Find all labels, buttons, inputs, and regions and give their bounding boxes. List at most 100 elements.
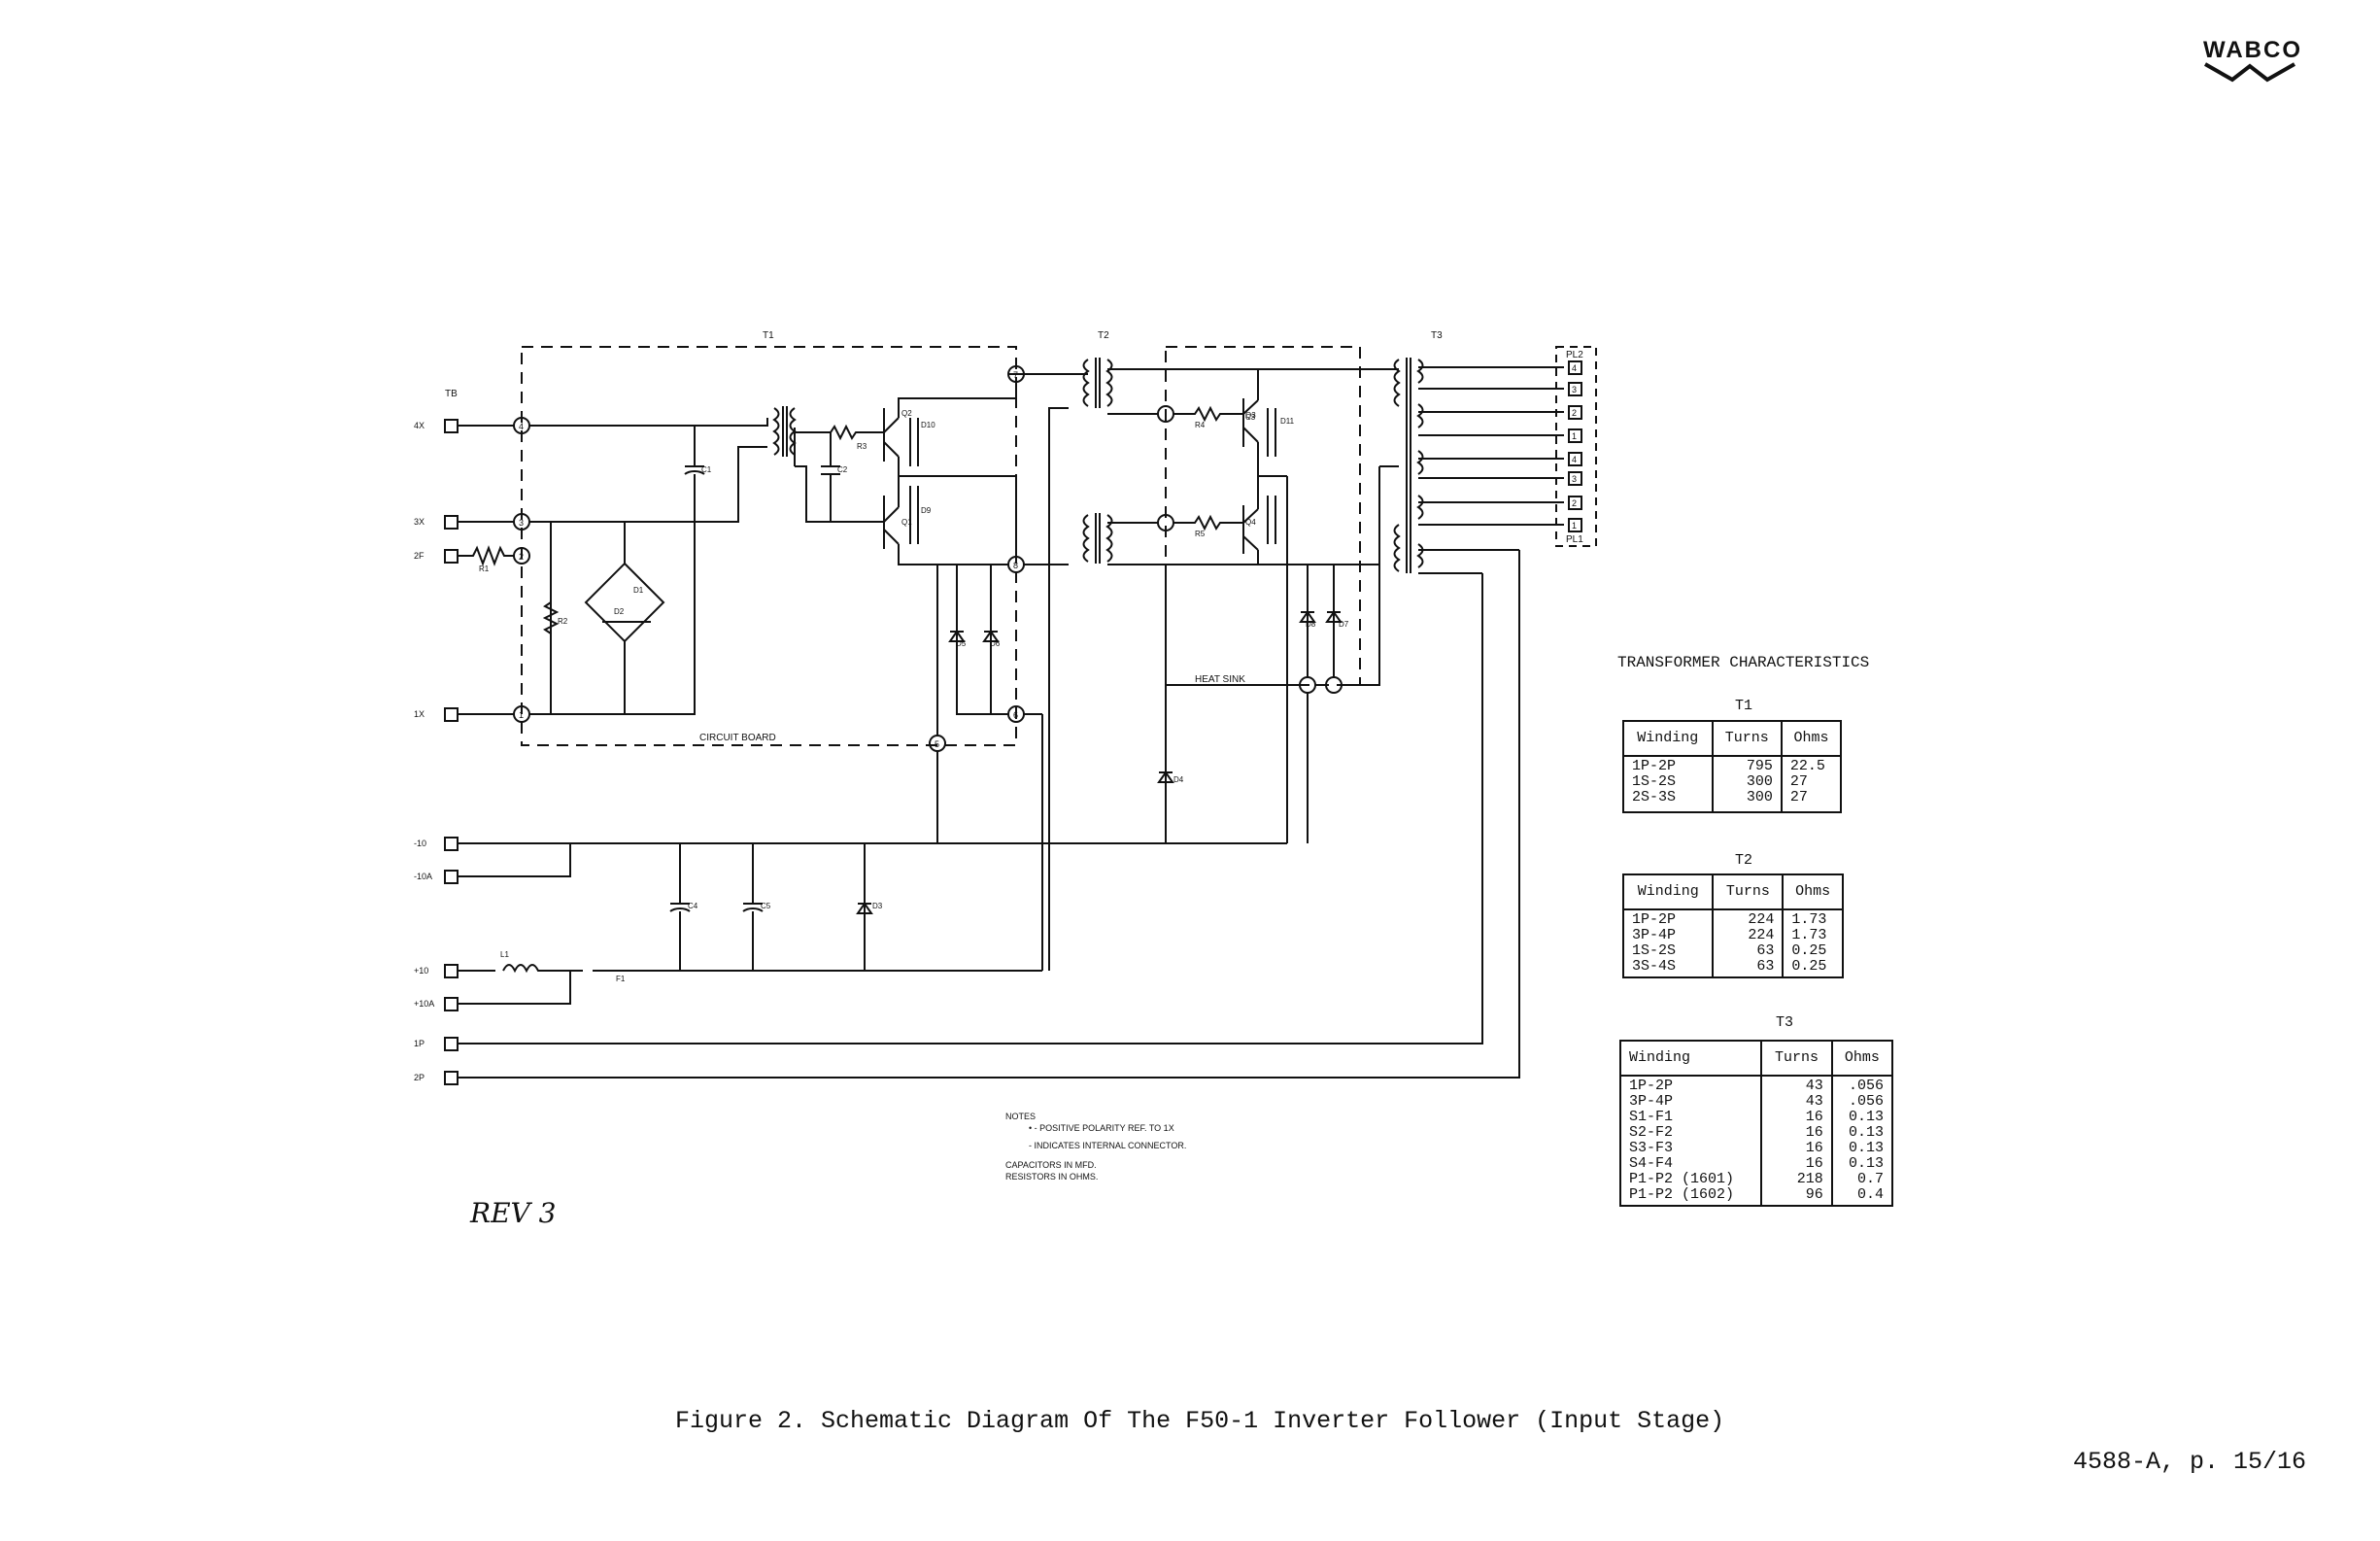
t1-dashed-enclosure [521, 346, 1017, 746]
terminal-1p [444, 1037, 459, 1051]
col-winding: Winding [1618, 1040, 1763, 1077]
connector-pin-number: 3 [1572, 385, 1577, 394]
internal-connector-number: 6 [1013, 710, 1018, 720]
component-q1: Q1 [901, 518, 912, 527]
component-d1: D1 [633, 586, 644, 595]
component-q4: Q4 [1245, 518, 1256, 527]
terminal-4x [444, 419, 459, 433]
component-r2: R2 [558, 617, 568, 626]
terminal-label: 3X [414, 517, 425, 527]
connector-pin-number: 2 [1572, 498, 1577, 508]
t1-table-title: T1 [1735, 698, 1753, 714]
connector-pin [1568, 452, 1582, 466]
internal-connector-number: 8 [1013, 561, 1018, 570]
pl2-label: PL2 [1566, 350, 1583, 360]
internal-connector-number: 1 [519, 710, 524, 720]
pl-dashed-enclosure [1555, 346, 1597, 547]
circuit-board-label: CIRCUIT BOARD [699, 733, 776, 743]
component-d3: D3 [872, 902, 883, 910]
connector-pin [1568, 428, 1582, 443]
component-r3: R3 [857, 442, 867, 451]
terminal-2p [444, 1071, 459, 1085]
table-header-row: Winding Turns Ohms [1622, 720, 1843, 757]
connector-pin [1568, 382, 1582, 396]
terminal-p10 [444, 964, 459, 978]
t3-turns: 43 43 16 16 16 16 218 96 [1760, 1075, 1833, 1207]
terminal-p10a [444, 997, 459, 1011]
internal-connector-number: 2 [519, 552, 524, 562]
col-winding: Winding [1622, 720, 1714, 757]
col-winding: Winding [1621, 873, 1715, 910]
pl1-label: PL1 [1566, 534, 1583, 545]
component-d2: D2 [614, 607, 625, 616]
component-l1: L1 [500, 950, 509, 959]
notes-line-1: • - POSITIVE POLARITY REF. TO 1X [1029, 1123, 1174, 1133]
terminal-label: 4X [414, 421, 425, 430]
t2-table-title: T2 [1735, 852, 1753, 869]
component-d10: D10 [921, 421, 935, 429]
terminal-label: +10 [414, 966, 428, 976]
t2-label: T2 [1098, 330, 1109, 341]
terminal-m10 [444, 837, 459, 851]
t3-windings: 1P-2P 3P-4P S1-F1 S2-F2 S3-F3 S4-F4 P1-P… [1618, 1075, 1763, 1207]
connector-pin [1568, 405, 1582, 420]
diode-bridge [584, 562, 665, 643]
figure-caption: Figure 2. Schematic Diagram Of The F50-1… [675, 1407, 1725, 1435]
t2-windings: 1P-2P 3P-4P 1S-2S 3S-4S [1621, 908, 1715, 978]
wabco-logo-icon [2204, 62, 2295, 83]
terminal-label: -10 [414, 839, 426, 848]
t3-label: T3 [1431, 330, 1443, 341]
internal-connector-number: 4 [519, 422, 524, 431]
terminal-1x [444, 707, 459, 722]
t2-characteristics-table: Winding Turns Ohms 1P-2P 3P-4P 1S-2S 3S-… [1621, 873, 1844, 978]
col-ohms: Ohms [1780, 720, 1843, 757]
t1-ohms: 22.5 27 27 [1780, 755, 1843, 813]
col-turns: Turns [1760, 1040, 1833, 1077]
table-row: 1P-2P 3P-4P S1-F1 S2-F2 S3-F3 S4-F4 P1-P… [1618, 1075, 1894, 1207]
component-r5: R5 [1195, 530, 1206, 538]
connector-pin-number: 3 [1572, 474, 1577, 484]
component-d9: D9 [921, 506, 932, 515]
terminal-m10a [444, 870, 459, 884]
connector-pin-number: 1 [1572, 431, 1577, 441]
t2-turns: 224 224 63 63 [1712, 908, 1785, 978]
terminal-label: 2F [414, 551, 425, 561]
connector-pin [1568, 496, 1582, 510]
table-row: 1P-2P 1S-2S 2S-3S 795 300 300 22.5 27 27 [1622, 755, 1843, 813]
transformer-characteristics-title: TRANSFORMER CHARACTERISTICS [1617, 654, 1870, 671]
component-r4: R4 [1195, 421, 1206, 429]
page-number: 4588-A, p. 15/16 [2073, 1448, 2307, 1476]
t3-ohms: .056 .056 0.13 0.13 0.13 0.13 0.7 0.4 [1830, 1075, 1894, 1207]
component-q2: Q2 [901, 409, 912, 418]
component-d4: D4 [1173, 775, 1184, 784]
internal-connector-number: 5 [935, 739, 939, 749]
component-c3: C3 [1245, 413, 1256, 422]
t1-characteristics-table: Winding Turns Ohms 1P-2P 1S-2S 2S-3S 795… [1622, 720, 1843, 813]
t1-label: T1 [763, 330, 774, 341]
table-header-row: Winding Turns Ohms [1621, 873, 1844, 910]
terminal-label: 2P [414, 1073, 425, 1082]
col-turns: Turns [1711, 720, 1783, 757]
component-d5: D5 [956, 639, 967, 648]
schematic-notes: NOTES • - POSITIVE POLARITY REF. TO 1X -… [1005, 1111, 1186, 1182]
internal-connector-number: 7 [1013, 370, 1018, 380]
internal-connector-number: 3 [519, 518, 524, 528]
connector-pin-number: 4 [1572, 455, 1577, 464]
wabco-logo-text: WABCO [2203, 37, 2302, 63]
component-r1: R1 [479, 565, 490, 573]
component-c4: C4 [688, 902, 698, 910]
component-c5: C5 [761, 902, 771, 910]
table-header-row: Winding Turns Ohms [1618, 1040, 1894, 1077]
component-d11: D11 [1280, 417, 1295, 426]
connector-pin-number: 4 [1572, 363, 1577, 373]
heat-sink-label: HEAT SINK [1195, 674, 1245, 685]
terminal-2f [444, 549, 459, 564]
component-d7: D7 [1339, 620, 1349, 629]
col-ohms: Ohms [1782, 873, 1844, 910]
connector-pin [1568, 360, 1582, 375]
component-d6: D6 [990, 639, 1001, 648]
connector-pin [1568, 471, 1582, 486]
t3-table-title: T3 [1776, 1014, 1794, 1031]
tb-label: TB [445, 389, 458, 399]
